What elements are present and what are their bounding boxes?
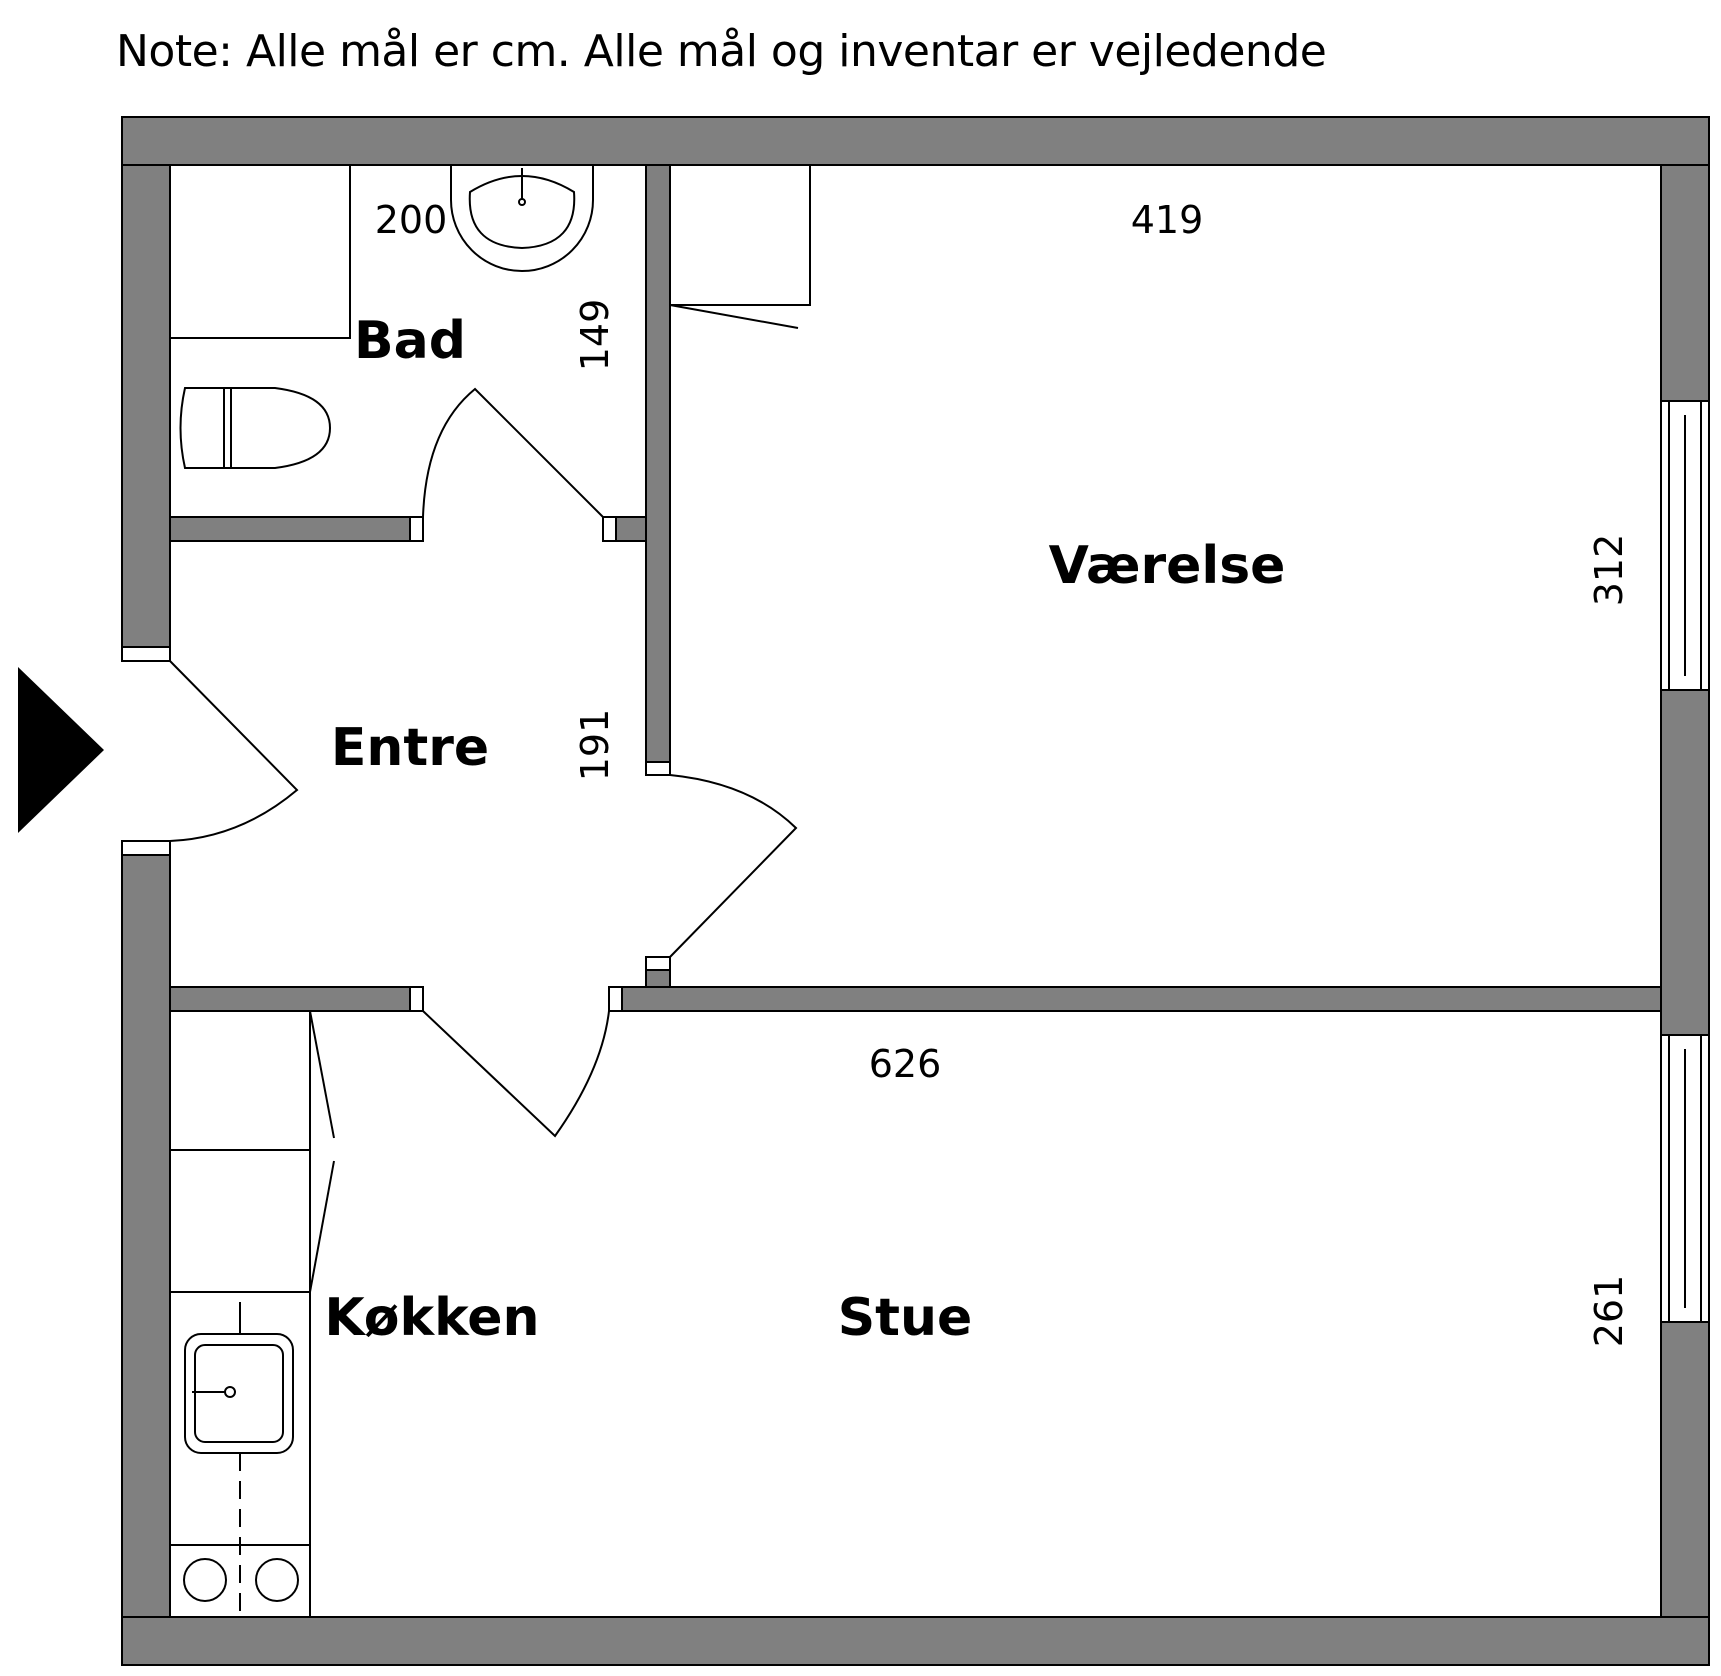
wall-bad-entre — [169, 516, 411, 542]
door-entrance — [169, 660, 299, 842]
walls — [121, 116, 1710, 1666]
room-label-entre: Entre — [331, 718, 489, 778]
wall-left-upper — [121, 164, 171, 648]
wall-right-1 — [1660, 164, 1710, 402]
dim-stue-width: 626 — [869, 1042, 942, 1086]
wall-middle-left — [169, 986, 411, 1012]
wall-bottom — [121, 1616, 1710, 1666]
room-label-bad: Bad — [354, 311, 466, 371]
bathroom-sink — [450, 165, 594, 272]
door-bad — [422, 387, 604, 518]
kitchen-sink — [184, 1333, 294, 1454]
wall-bad-entre-right — [615, 516, 647, 542]
windows — [1660, 400, 1710, 1323]
shower — [169, 164, 351, 339]
dim-entre-depth: 191 — [573, 709, 617, 782]
room-labels: Bad Værelse Entre Køkken Stue — [324, 311, 1285, 1348]
dimension-labels: 200 419 626 149 191 312 261 — [375, 198, 1631, 1347]
room-label-vaerelse: Værelse — [1049, 536, 1286, 596]
kitchen-counter — [169, 1010, 311, 1618]
dim-bad-depth: 149 — [573, 299, 617, 372]
door-jambs — [121, 516, 671, 1012]
wall-right-2 — [1660, 689, 1710, 1036]
wall-vertical-lower — [645, 969, 671, 988]
wardrobe — [669, 164, 811, 306]
stove-plate-1 — [183, 1558, 227, 1602]
fixtures — [169, 164, 811, 1618]
dim-stue-depth: 261 — [1587, 1275, 1631, 1348]
doors — [169, 387, 798, 1138]
dim-vaerelse-width: 419 — [1131, 198, 1204, 242]
wall-middle-right — [621, 986, 1662, 1012]
room-label-koekken: Køkken — [324, 1288, 539, 1348]
room-label-stue: Stue — [838, 1288, 973, 1348]
door-vaerelse — [669, 774, 798, 958]
wall-vertical-upper — [645, 164, 671, 763]
plan-note: Note: Alle mål er cm. Alle mål og invent… — [116, 26, 1327, 77]
wall-right-3 — [1660, 1321, 1710, 1618]
dim-vaerelse-depth: 312 — [1587, 534, 1631, 607]
wall-left-lower — [121, 854, 171, 1618]
stove-plate-2 — [255, 1558, 299, 1602]
entrance-arrow — [18, 667, 104, 833]
wall-top — [121, 116, 1710, 166]
dim-bad-width: 200 — [375, 198, 448, 242]
toilet — [179, 387, 332, 469]
door-stue — [422, 1010, 610, 1138]
